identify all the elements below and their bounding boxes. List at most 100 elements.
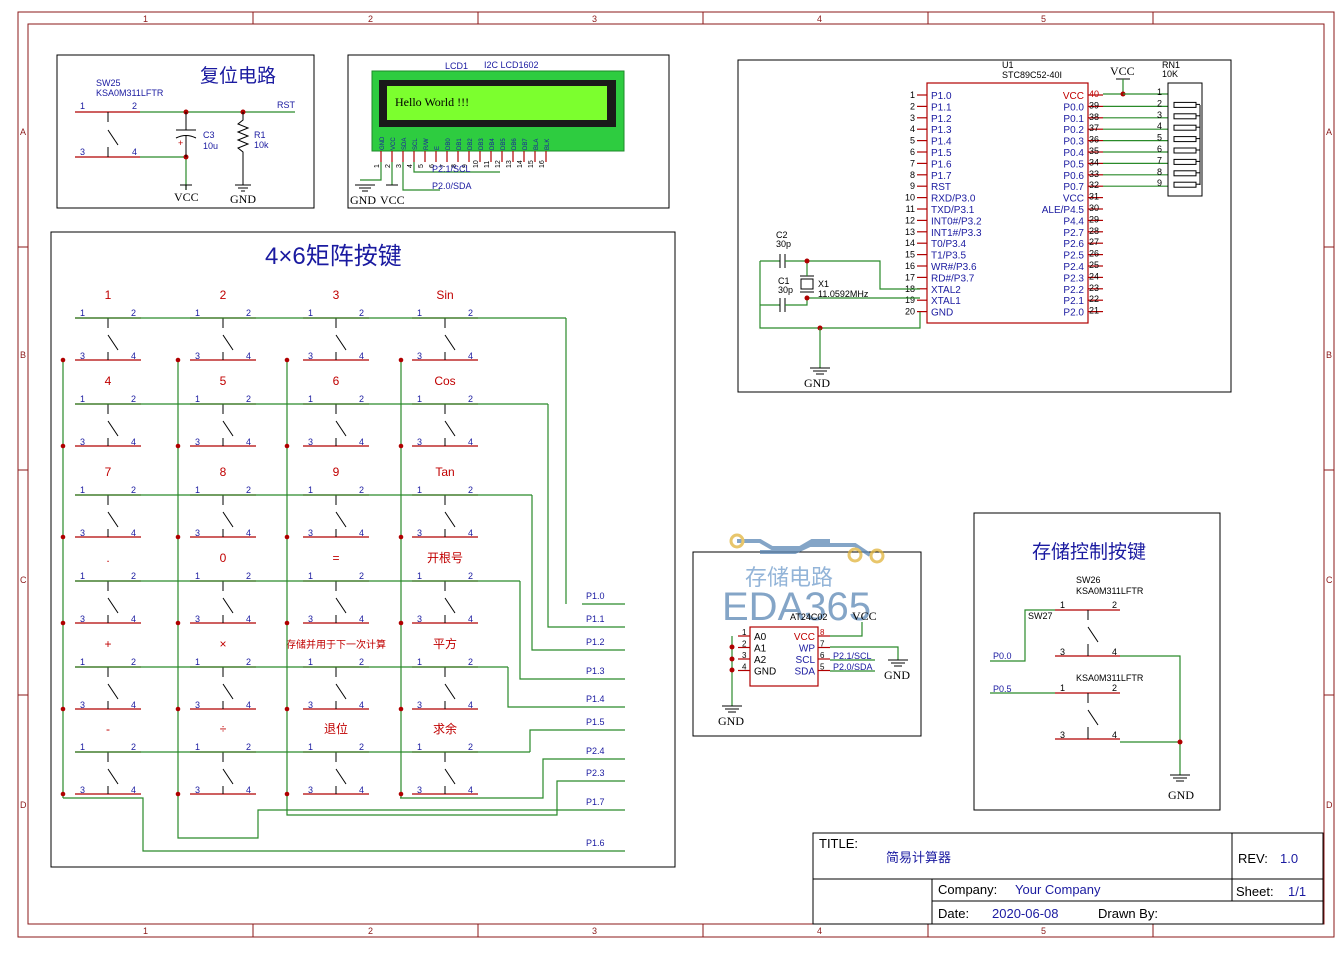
key-pin: 2 <box>246 657 251 667</box>
rn1-pin-num: 3 <box>1157 110 1162 120</box>
key-pin: 4 <box>131 614 136 624</box>
key-pin: 2 <box>468 742 473 752</box>
mcu-pin-name: P0.1 <box>1063 114 1084 125</box>
mcu-pin-name: P0.4 <box>1063 148 1084 159</box>
lcd-pin-name: GND <box>380 136 386 150</box>
lcd-pin-num: 1 <box>374 164 381 168</box>
key-pin: 3 <box>195 437 200 447</box>
storage-net-p05: P0.5 <box>993 684 1012 694</box>
lcd-screen-text: Hello World !!! <box>395 95 469 109</box>
key-pin: 4 <box>359 351 364 361</box>
c2-ref: C2 <box>776 230 788 240</box>
key-pin: 3 <box>80 351 85 361</box>
key-pin: 2 <box>359 485 364 495</box>
mcu-pin-name: P0.0 <box>1063 102 1084 113</box>
key-pin: 3 <box>308 351 313 361</box>
lcd-pin-num: 7 <box>440 164 447 168</box>
rn1-pin-num: 5 <box>1157 133 1162 143</box>
frame-col-bottom: 4 <box>817 926 822 936</box>
lcd-pin-num: 8 <box>451 164 458 168</box>
key-label: 3 <box>333 288 340 302</box>
key-pin: 1 <box>195 742 200 752</box>
mcu-pin-name: P1.4 <box>931 137 952 148</box>
eeprom-pin-name: A0 <box>754 632 767 643</box>
mcu-pin-name: P2.1 <box>1063 296 1084 307</box>
key-pin: 1 <box>80 657 85 667</box>
keypad-net-label: P1.4 <box>586 694 605 704</box>
key-pin: 2 <box>131 394 136 404</box>
lcd-pin-name: BLA <box>534 139 540 150</box>
key-pin: 4 <box>359 437 364 447</box>
key-pin: 1 <box>195 394 200 404</box>
mcu-pin-num: 34 <box>1089 157 1099 167</box>
sw25-ref: SW25 <box>96 78 121 88</box>
key-pin: 4 <box>468 785 473 795</box>
key-pin: 1 <box>417 485 422 495</box>
key-pin: 3 <box>195 351 200 361</box>
rn1-pin-num: 6 <box>1157 144 1162 154</box>
mcu-pin-name: P2.2 <box>1063 285 1084 296</box>
mcu-pin-name: P2.5 <box>1063 251 1084 262</box>
mcu-pin-num: 30 <box>1089 203 1099 213</box>
key-pin: 4 <box>131 785 136 795</box>
key-pin: 1 <box>308 485 313 495</box>
lcd-pin-name: DB2 <box>468 138 474 150</box>
lcd-pin-name: DB1 <box>457 138 463 150</box>
key-label: Sin <box>436 288 453 302</box>
mcu-pin-num: 31 <box>1089 192 1099 202</box>
key-pin: 2 <box>246 742 251 752</box>
key-pin: 2 <box>359 394 364 404</box>
frame-col-top: 5 <box>1041 14 1046 24</box>
mcu-pin-num: 29 <box>1089 214 1099 224</box>
mcu-pin-name: P1.1 <box>931 102 952 113</box>
rn1-pin-num: 7 <box>1157 155 1162 165</box>
lcd-pin-name: DB6 <box>512 138 518 150</box>
mcu-pin-name: P1.3 <box>931 125 952 136</box>
lcd-ref: LCD1 <box>445 61 468 71</box>
reset-circuit: 复位电路 SW25 KSA0M311LFTR 1 2 3 4 + C3 10u … <box>56 54 315 209</box>
eeprom-gnd-2: GND <box>884 668 910 682</box>
key-label: 求余 <box>433 721 457 736</box>
key-pin: 3 <box>308 614 313 624</box>
mcu-pin-name: P0.3 <box>1063 137 1084 148</box>
lcd-pin-name: SCL <box>413 138 419 150</box>
title-label: TITLE: <box>819 836 858 851</box>
key-pin: 1 <box>80 308 85 318</box>
key-pin: 3 <box>195 528 200 538</box>
lcd-pin-name: DB7 <box>523 138 529 150</box>
eeprom-scl-net: P2.1/SCL <box>833 651 872 661</box>
lcd-part: I2C LCD1602 <box>484 60 539 70</box>
key-pin: 2 <box>359 657 364 667</box>
rn1-resistor <box>1173 113 1197 120</box>
mcu-pin-name: VCC <box>1063 194 1084 205</box>
watermark-main: EDA365 <box>722 585 871 629</box>
keypad-net-label: P2.3 <box>586 768 605 778</box>
eeprom-pin-name: WP <box>799 644 815 655</box>
company-label: Company: <box>938 882 997 897</box>
key-pin: 2 <box>246 308 251 318</box>
mcu-pin-num: 32 <box>1089 180 1099 190</box>
key-pin: 1 <box>417 394 422 404</box>
sw25-part: KSA0M311LFTR <box>96 88 164 98</box>
mcu-pin-num: 5 <box>910 136 915 146</box>
key-pin: 3 <box>308 785 313 795</box>
lcd-gnd: GND <box>350 193 376 207</box>
key-label: 5 <box>220 374 227 388</box>
reset-vcc: VCC <box>174 190 199 204</box>
mcu-pin-num: 3 <box>910 113 915 123</box>
rn1-resistor <box>1173 158 1197 165</box>
lcd-pin-num: 4 <box>407 164 414 168</box>
mcu-pin-num: 37 <box>1089 123 1099 133</box>
lcd-vcc: VCC <box>380 193 405 207</box>
mcu-pin-name: P4.4 <box>1063 216 1084 227</box>
keypad-net-label: P1.7 <box>586 797 605 807</box>
lcd-pin-name: DB5 <box>501 138 507 150</box>
rn1-pin-num: 9 <box>1157 178 1162 188</box>
eeprom-pin-num: 7 <box>820 640 825 649</box>
key-pin: 3 <box>195 700 200 710</box>
c3-ref: C3 <box>203 130 215 140</box>
sw27-ref: SW27 <box>1028 611 1053 621</box>
eeprom-pin-name: GND <box>754 667 776 678</box>
c2-value: 30p <box>776 239 791 249</box>
mcu-pin-name: T0/P3.4 <box>931 239 966 250</box>
